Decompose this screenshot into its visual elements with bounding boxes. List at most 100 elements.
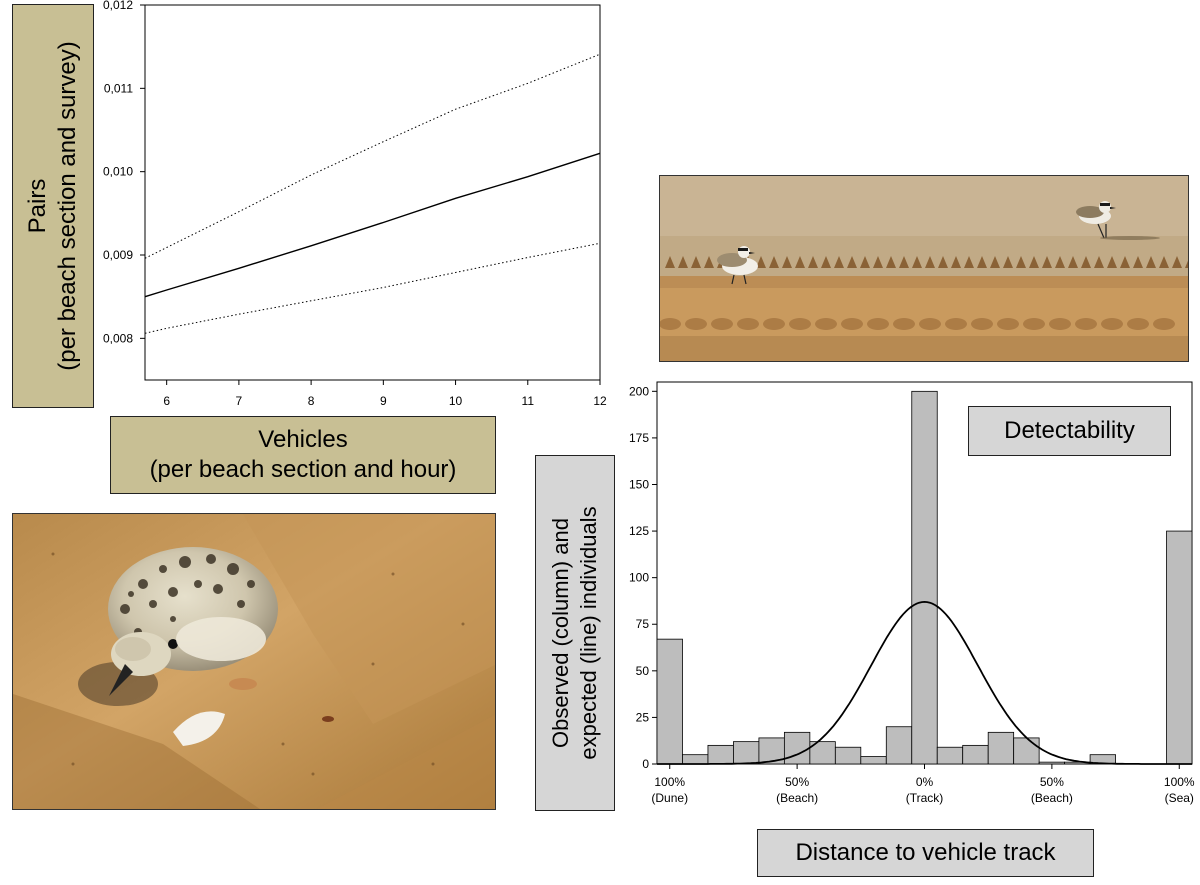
x-tick-label: 10 (449, 394, 463, 408)
histogram-bar (656, 638, 683, 765)
y-tick-label: 175 (629, 431, 649, 445)
track-ridge (685, 318, 707, 330)
track-ridge (847, 256, 857, 268)
histogram-bar (682, 754, 709, 765)
track-ridge (925, 256, 935, 268)
x-tick-percent: 50% (785, 775, 809, 789)
track-ridge (711, 318, 733, 330)
histogram-bar (936, 746, 964, 765)
track-ridge (971, 318, 993, 330)
histogram-bars (656, 390, 1193, 765)
track-ridge (756, 256, 766, 268)
track-ridge (1107, 256, 1117, 268)
x-tick-label: 8 (308, 394, 315, 408)
track-ridges-bottom (660, 318, 1175, 330)
track-ridge (945, 318, 967, 330)
y-tick-label: 150 (629, 477, 649, 491)
x-tick-label: 7 (236, 394, 243, 408)
track-ridge (893, 318, 915, 330)
track-ridge (1146, 256, 1156, 268)
plover-chick-photo (12, 513, 496, 810)
track-ridge (919, 318, 941, 330)
confidence-bound-line (144, 53, 601, 259)
histogram-x-tick-labels: 100%(Dune)50%(Beach)0%(Track)50%(Beach)1… (651, 764, 1195, 805)
track-ridge (704, 256, 714, 268)
histogram-bar (707, 744, 734, 765)
histogram-bar (1038, 761, 1066, 765)
track-ridge (1101, 318, 1123, 330)
track-ridge (763, 318, 785, 330)
track-ridge (1081, 256, 1091, 268)
track-ridge (795, 256, 805, 268)
x-tick-zone: (Dune) (651, 791, 688, 805)
track-ridge (1016, 256, 1026, 268)
track-ridge (789, 318, 811, 330)
vehicles-label-line1: Vehicles (258, 426, 348, 453)
x-tick-percent: 100% (1164, 775, 1195, 789)
track-ridge (1172, 256, 1182, 268)
track-ridge (691, 256, 701, 268)
vehicles-label-line2: (per beach section and hour) (149, 456, 457, 483)
histogram-bar (783, 731, 811, 765)
track-ridge (912, 256, 922, 268)
y-tick-label: 100 (629, 571, 649, 585)
histogram-bar (834, 746, 862, 765)
expected-normal-curve (657, 600, 1192, 765)
y-tick-label: 200 (629, 384, 649, 398)
x-tick-label: 11 (522, 394, 535, 408)
histogram-bar (860, 756, 887, 765)
obs-label-line2: expected (line) individuals (576, 506, 601, 760)
x-tick-percent: 50% (1040, 775, 1064, 789)
x-tick-zone: (Sea) (1165, 791, 1194, 805)
y-tick-label: 0 (642, 757, 649, 771)
track-ridge (997, 318, 1019, 330)
detectability-annotation: Detectability (968, 406, 1171, 456)
plover-left (717, 246, 758, 285)
histogram-bar (962, 744, 989, 765)
track-ridge (815, 318, 837, 330)
track-ridge (834, 256, 844, 268)
x-tick-label: 12 (593, 394, 607, 408)
y-tick-label: 125 (629, 524, 649, 538)
obs-label-line1: Observed (column) and (548, 518, 573, 748)
vehicles-axis-label: Vehicles (per beach section and hour) (110, 416, 496, 494)
x-tick-label: 9 (380, 394, 387, 408)
x-tick-zone: (Beach) (1031, 791, 1073, 805)
track-ridge (1023, 318, 1045, 330)
track-ridge (1094, 256, 1104, 268)
y-tick-label: 0,009 (103, 248, 133, 262)
track-ridge (841, 318, 863, 330)
track-ridge (808, 256, 818, 268)
track-ridge (1153, 318, 1175, 330)
track-ridge (769, 256, 779, 268)
y-tick-label: 50 (636, 664, 650, 678)
histogram-bar (1166, 530, 1193, 765)
pairs-axis-label: Pairs (per beach section and survey) (12, 4, 94, 408)
histogram-bar (1013, 737, 1040, 765)
track-ridge (1068, 256, 1078, 268)
track-ridge (1042, 256, 1052, 268)
track-ridge (1159, 256, 1169, 268)
track-ridge (1003, 256, 1013, 268)
track-ridge (860, 256, 870, 268)
histogram-bar (733, 741, 760, 765)
track-ridge (873, 256, 883, 268)
y-tick-label: 0,012 (103, 0, 133, 12)
track-ridge (1075, 318, 1097, 330)
track-ridge (951, 256, 961, 268)
track-ridge (977, 256, 987, 268)
y-tick-label: 0,011 (104, 81, 133, 95)
track-ridge (821, 256, 831, 268)
x-tick-percent: 0% (916, 775, 934, 789)
track-ridge (899, 256, 909, 268)
histogram-bar (885, 726, 913, 765)
track-ridge (938, 256, 948, 268)
fitted-line (144, 152, 601, 298)
track-ridge (665, 256, 675, 268)
histogram-bar (987, 731, 1015, 765)
x-tick-percent: 100% (654, 775, 685, 789)
observed-expected-axis-label: Observed (column) and expected (line) in… (535, 455, 615, 811)
track-ridge (782, 256, 792, 268)
